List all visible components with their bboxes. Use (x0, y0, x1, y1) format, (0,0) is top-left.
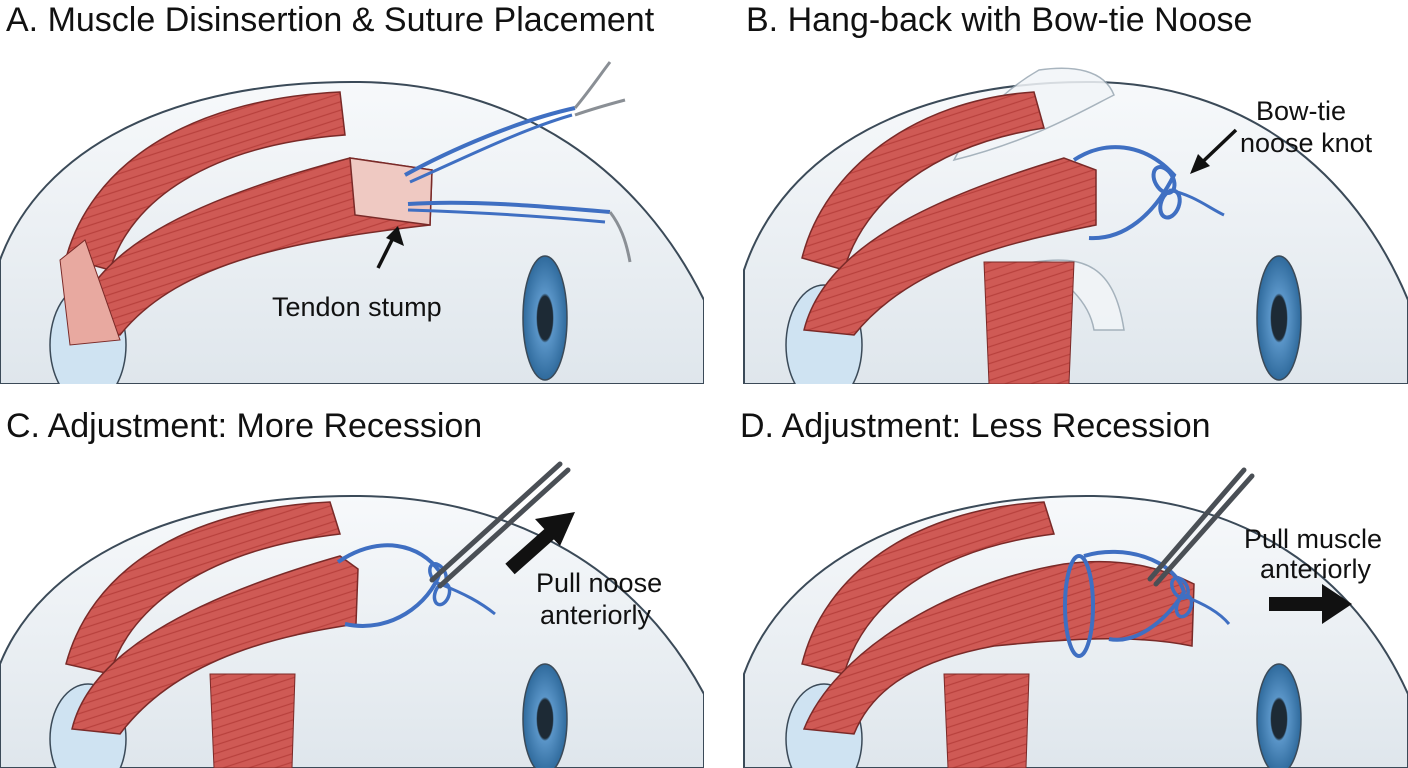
panel-c: C. Adjustment: More Recession Pull noose… (0, 384, 704, 768)
suture-tail (439, 582, 496, 616)
arrowhead (1322, 584, 1352, 624)
iris (522, 663, 568, 768)
pull-muscle-label-line2: anteriorly (1260, 554, 1372, 584)
suture-lower-2 (407, 208, 606, 224)
suture-lower (407, 200, 611, 214)
upper-muscle (801, 91, 1045, 271)
upper-muscle (801, 501, 1055, 675)
panel-b: B. Hang-back with Bow-tie Noose Bow-tie … (704, 0, 1408, 384)
panel-a-title: A. Muscle Disinsertion & Suture Placemen… (6, 1, 655, 39)
pull-noose-label-line2: anteriorly (540, 600, 652, 630)
upper-muscle (65, 91, 346, 271)
vertical-muscle (943, 673, 1030, 768)
arrow-icon (505, 523, 560, 575)
bow-tie-knot-icon (1151, 165, 1225, 220)
bow-tie-knot-icon (1170, 576, 1194, 619)
forceps-icon (1147, 467, 1255, 587)
panel-c-illustration (0, 461, 704, 768)
bow-tie-label-line1: Bow-tie (1256, 96, 1347, 126)
main-muscle (71, 555, 359, 735)
suture-loop-2 (1083, 549, 1187, 642)
needle-icon (573, 61, 626, 117)
tendon-stump-label: Tendon stump (272, 292, 442, 322)
panel-a: A. Muscle Disinsertion & Suture Placemen… (0, 0, 704, 384)
panel-d: D. Adjustment: Less Recession Pull muscl… (704, 384, 1408, 768)
pull-noose-label-line1: Pull noose (536, 568, 663, 598)
vertical-muscle (209, 673, 296, 768)
forceps-icon (429, 461, 571, 589)
panel-d-title: D. Adjustment: Less Recession (740, 407, 1211, 445)
suture-upper (404, 106, 576, 177)
pull-muscle-label-line1: Pull muscle (1244, 524, 1383, 554)
tendon-insertion (59, 239, 121, 346)
iris (522, 255, 568, 381)
suture-loop (1072, 145, 1177, 241)
upper-muscle (65, 501, 341, 675)
iris (1256, 663, 1302, 768)
suture-loop-1 (1063, 554, 1095, 658)
main-muscle (802, 560, 1195, 735)
arrowhead (1190, 154, 1210, 174)
iris (1256, 255, 1302, 381)
main-muscle (803, 157, 1097, 336)
vertical-muscle (983, 261, 1075, 384)
suture-upper-2 (409, 113, 573, 184)
bow-tie-label-line2: noose knot (1240, 128, 1373, 158)
panel-d-illustration (743, 467, 1408, 768)
panel-b-illustration (743, 67, 1408, 384)
panel-b-title: B. Hang-back with Bow-tie Noose (746, 1, 1253, 39)
arrowhead (535, 512, 575, 546)
panel-a-illustration (0, 61, 704, 384)
arrowhead (386, 226, 404, 246)
needle-lower-icon (608, 211, 632, 263)
panel-c-title: C. Adjustment: More Recession (6, 407, 483, 445)
tendon-stump (349, 157, 433, 226)
